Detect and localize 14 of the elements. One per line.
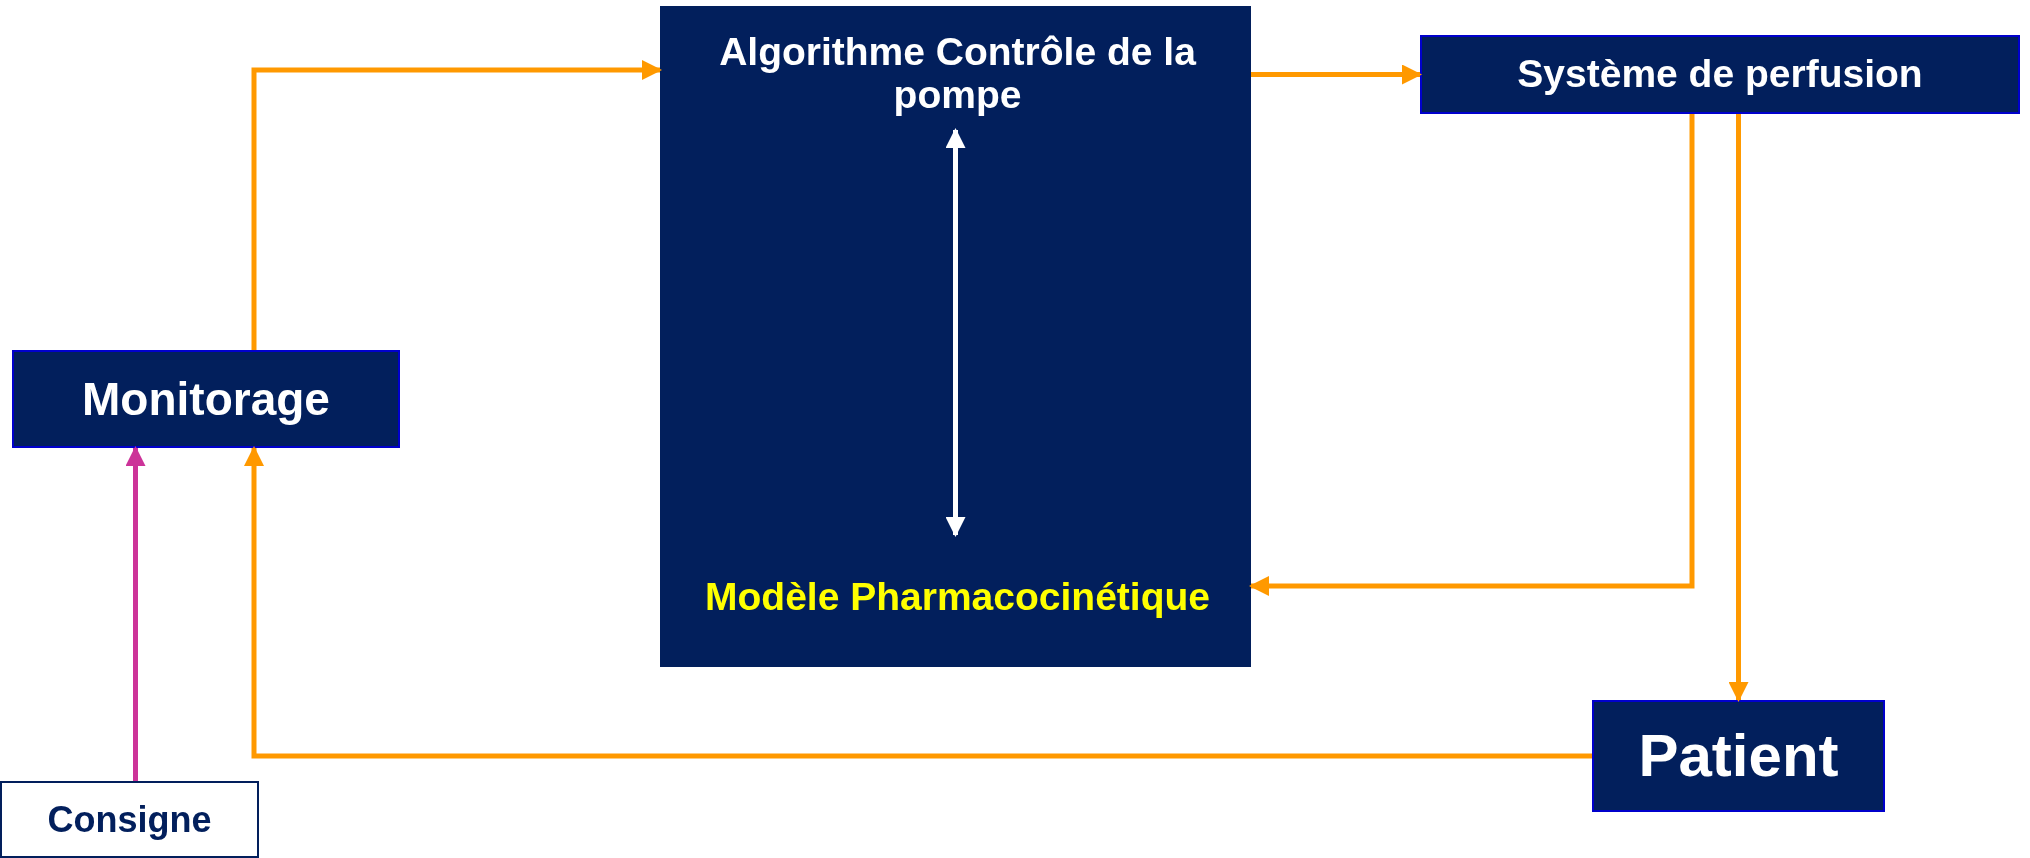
process-panel (660, 6, 1251, 667)
panel-heading: Modèle Pharmacocinétique (682, 537, 1233, 657)
arrow (251, 60, 662, 350)
process-box: Patient (1592, 700, 1885, 812)
arrow (1728, 114, 1749, 702)
process-box: Système de perfusion (1420, 35, 2020, 114)
arrow (1249, 114, 1695, 596)
process-box: Monitorage (12, 350, 400, 448)
arrow (244, 446, 1592, 759)
arrow (945, 128, 966, 537)
panel-heading: Algorithme Contrôle de la pompe (682, 16, 1233, 132)
input-box: Consigne (0, 781, 259, 858)
arrow (1251, 64, 1422, 85)
arrow (125, 446, 146, 781)
